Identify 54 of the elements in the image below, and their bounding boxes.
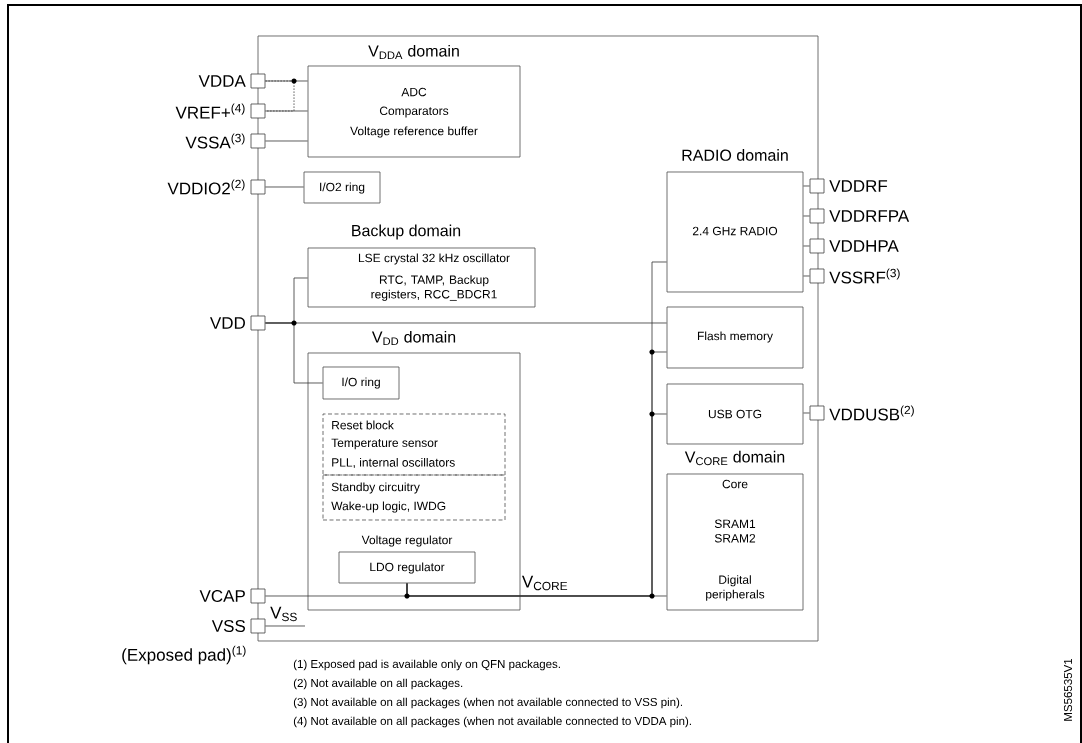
domain-box: LSE crystal 32 kHz oscillator RTC, TAMP, Backup registers, RCC_BDCR1 [307,247,536,308]
connector-line [803,275,810,277]
pin-label: VDDRFPA [829,210,910,222]
dashed-box: Reset block Temperature sensor PLL, internal oscillators [322,413,506,476]
domain-heading: Voltage regulator [361,535,453,547]
block-box: Flash memory [666,306,804,369]
domain-heading: V$_{DDA}$ domain [368,44,459,60]
pin-label: VDD [210,317,245,329]
pin-label: VDDUSB$^{(2)}$ [829,405,914,421]
connector-line [265,140,308,142]
connector-line [265,186,304,188]
pin-label: VREF+$^{(4)}$ [175,103,245,119]
pin-label: VDDRF [829,180,888,192]
edge-label: V$_{SS}$ [270,606,297,622]
domain-box: Core SRAM1 SRAM2 Digital peripherals [666,473,804,611]
block-box: I/O ring [322,366,400,400]
edge-label: V$_{CORE}$ [521,575,568,591]
footnote: (4) Not available on all packages (when not available connected to VDDA pin). [293,716,691,728]
pin-label: VDDIO2$^{(2)}$ [167,179,245,195]
dashed-box: Standby circuitry Wake-up logic, IWDG [322,474,506,521]
connector-line [803,245,810,247]
pin-label: VSSA$^{(3)}$ [185,133,245,149]
node-label: SRAM1 SRAM2 [714,519,756,543]
domain-heading: RADIO domain [682,149,788,161]
domain-heading: V$_{DD}$ domain [371,330,456,346]
connector-line [803,215,810,217]
connector-line [265,80,308,82]
connector-line [803,185,810,187]
block-box: USB OTG [666,383,804,445]
pin-note: (Exposed pad)$^{(1)}$ [122,645,246,665]
connector-line [406,261,667,597]
footnote: (3) Not available on all packages (when not available connected to VSS pin). [293,697,682,709]
footnote: (1) Exposed pad is available only on QFN packages. [293,659,560,671]
pin-label: VCAP [199,589,245,602]
figure-id: MS56535V1 [1063,658,1073,721]
connector-line [265,625,306,627]
pin-label: VDDHPA [829,240,899,252]
chip-outline [257,35,819,642]
pin-label: VSS [211,619,245,632]
connector-line [265,80,295,112]
connector-line [265,322,323,384]
block-box: I/O2 ring [303,171,381,204]
regulator-box: LDO regulator [338,551,476,584]
domain-heading: V$_{CORE}$ domain [684,450,785,466]
pin-label: VDDA [198,75,246,87]
node-label: Core [722,479,748,489]
connector-line [803,412,810,414]
pin-label: VSSRF$^{(3)}$ [829,268,900,284]
footnote: (2) Not available on all packages. [293,678,463,690]
domain-box: 2.4 GHz RADIO [666,171,804,293]
domain-heading: Backup domain [352,224,461,240]
node-label: Digital peripherals [706,575,765,601]
domain-box: ADC Comparators Voltage reference buffer [307,65,521,158]
connector-line [265,110,308,112]
